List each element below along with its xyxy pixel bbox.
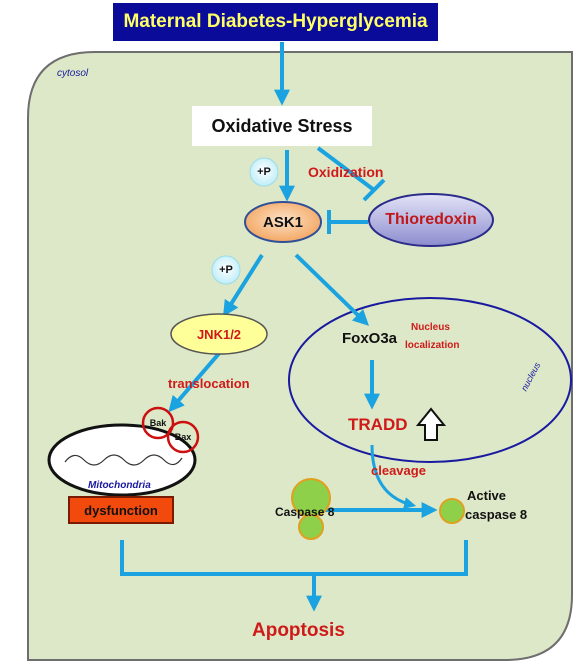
jnk-node (170, 313, 268, 355)
jnk-label: JNK1/2 (196, 326, 242, 342)
bax-label: Bax (174, 432, 192, 442)
cytosol-label: cytosol (57, 68, 89, 79)
oxidization-label: Oxidization (308, 164, 384, 180)
mitochondria-label: Mitochondria (88, 480, 151, 491)
arrow-cleavage (370, 444, 417, 509)
phospho-badge-2 (211, 255, 241, 285)
active-caspase8-line1: Active (467, 488, 507, 503)
mitochondria-node (47, 423, 197, 497)
oxidative-stress-node: Oxidative Stress (192, 106, 372, 146)
inhibit-bar-thioredoxin (362, 178, 386, 202)
mitochondria-cristae (64, 454, 183, 466)
tradd-label: TRADD (348, 415, 408, 434)
active-caspase8-line2: caspase 8 (465, 507, 528, 522)
arrow-ask1-to-jnk (223, 253, 264, 317)
ask1-label: ASK1 (262, 213, 303, 231)
dysfunction-box: dysfunction (68, 496, 174, 524)
bak-node (141, 406, 175, 440)
phospho-label-2: +P (219, 264, 233, 276)
page-title: Maternal Diabetes-Hyperglycemia (123, 11, 428, 32)
bax-node (166, 420, 200, 454)
nucleus-localization-line1: Nucleus (411, 322, 450, 333)
phospho-label-1: +P (257, 166, 271, 178)
caspase8-small (298, 514, 324, 540)
active-caspase8-node (439, 498, 465, 524)
ask1-node (244, 201, 322, 243)
merge-bracket (120, 540, 468, 576)
translocation-label: translocation (168, 376, 250, 391)
arrow-ask1-to-foxo3a (294, 253, 370, 326)
dysfunction-label: dysfunction (84, 502, 158, 518)
nucleus-localization-line2: localization (405, 340, 460, 351)
apoptosis-label: Apoptosis (252, 620, 345, 641)
arrow-jnk-to-bax (168, 348, 224, 413)
inhibit-stress-to-thioredoxin (316, 146, 376, 192)
foxo3a-label: FoxO3a (342, 330, 398, 347)
phospho-badge-1 (249, 157, 279, 187)
tradd-up-arrow-icon (415, 407, 447, 441)
bak-label: Bak (149, 418, 167, 428)
oxidative-stress-label: Oxidative Stress (211, 115, 353, 136)
caspase8-label: Caspase 8 (275, 505, 335, 519)
thioredoxin-label: Thioredoxin (385, 211, 477, 228)
thioredoxin-node (368, 193, 494, 247)
nucleus-region (288, 297, 572, 463)
title-box: Maternal Diabetes-Hyperglycemia (113, 3, 438, 41)
cleavage-label: cleavage (371, 463, 426, 478)
